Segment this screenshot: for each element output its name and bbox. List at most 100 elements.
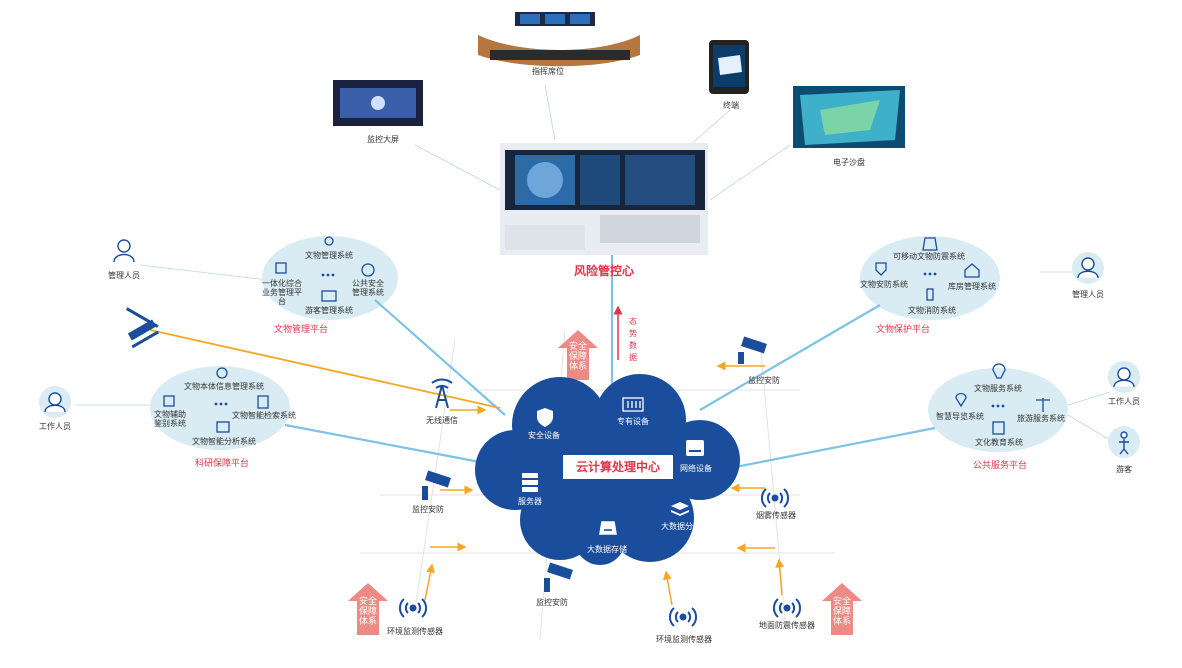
situation-data-text: 态势 数据 [629, 317, 637, 362]
monitor-left-label: 监控安防 [412, 505, 444, 514]
monitor-bottom-label: 监控安防 [536, 598, 568, 607]
seismic-sensor-icon [772, 598, 802, 618]
map-pin-icon [955, 392, 967, 408]
tourist-icon [1108, 426, 1140, 458]
research-ellipse [150, 366, 290, 450]
warehouse-icon [964, 263, 980, 278]
dedicated-device-icon [622, 397, 644, 412]
smoke-sensor-label: 烟雾传感器 [756, 511, 796, 520]
relic-mgmt-platform-name: 文物管理平台 [273, 325, 329, 335]
analysis-icon [216, 421, 230, 433]
sensor-icons [398, 488, 802, 627]
ellipse-icons [163, 236, 1050, 435]
worker-right-label: 工作人员 [1108, 397, 1140, 406]
manager-left-label: 管理人员 [108, 271, 140, 280]
monitor-wall-image [333, 80, 423, 126]
relic-protect-item-1: 可移动文物防震系统 [893, 252, 965, 261]
person-icons [39, 239, 1140, 458]
wireless-label: 无线通信 [426, 416, 458, 425]
thin-connectors [75, 84, 1111, 441]
env-sensor-bottom-label: 环境监测传感器 [656, 635, 712, 644]
megaphone-icon [922, 237, 938, 251]
info-icon [216, 367, 228, 379]
worker-icon-left [39, 386, 71, 418]
monitor-screen-label: 监控大屏 [367, 135, 399, 144]
drone-icon [125, 307, 159, 349]
risk-center-label: 风险管控心 [573, 264, 635, 278]
safety-arrow-right [822, 583, 862, 635]
relic-mgmt-item-4: 游客管理系统 [305, 306, 353, 315]
sand-table-label: 电子沙盘 [833, 158, 865, 167]
research-item-2: 文物辅助鉴别系统 [154, 410, 186, 428]
safety-arrow-left [348, 583, 388, 635]
server-icon [522, 473, 538, 492]
research-item-1: 文物本体信息管理系统 [184, 382, 264, 391]
command-seat-label: 指挥席位 [532, 67, 564, 76]
shield-icon [537, 408, 553, 427]
camera-icon-bottom [544, 562, 573, 592]
lightbulb-icon [992, 363, 1006, 379]
public-item-3: 旅游服务系统 [1017, 414, 1065, 423]
palm-icon [1036, 398, 1050, 412]
env-sensor-left-label: 环境监测传感器 [387, 627, 443, 636]
research-platform-name: 科研保障平台 [194, 459, 250, 469]
network-device-icon [686, 440, 704, 456]
manager-icon-right [1072, 252, 1104, 284]
relic-protect-ellipse [860, 236, 1000, 320]
blue-connectors [284, 255, 936, 472]
person-badge-icon [163, 395, 175, 407]
extinguisher-icon [926, 288, 934, 301]
sand-table-image [793, 86, 905, 148]
relic-mgmt-item-3: 公共安全管理系统 [352, 279, 384, 297]
relic-mgmt-item-1: 文物管理系统 [305, 251, 353, 260]
smoke-sensor-icon [760, 488, 790, 508]
cloud-center [475, 374, 740, 565]
relic-protect-platform-name: 文物保护平台 [875, 325, 931, 335]
grid-icon [275, 262, 287, 274]
ellipsis-dots [214, 272, 1005, 408]
safety-label-right: 安全保障体系 [832, 597, 851, 627]
public-platform-name: 公共服务平台 [972, 461, 1028, 471]
drone-link [149, 329, 501, 409]
wireless-tower-icon [431, 378, 453, 409]
big-data-analysis-label: 大数据分析 [661, 522, 701, 531]
public-item-2: 智慧导览系统 [936, 412, 984, 421]
relic-mgmt-ellipse [262, 236, 398, 320]
id-card-icon [321, 290, 337, 302]
book-icon [992, 421, 1005, 435]
tablet-image [709, 40, 749, 94]
server-label: 服务器 [518, 497, 542, 506]
manager-right-label: 管理人员 [1072, 290, 1104, 299]
shield-check-icon [875, 262, 887, 276]
relic-mgmt-item-2: 一体化综合业务管理平台 [262, 279, 302, 306]
research-item-4: 文物智能分析系统 [192, 437, 256, 446]
seismic-sensor-label: 地面防震传感器 [759, 621, 815, 630]
risk-center-image [500, 143, 708, 255]
orange-arrows [424, 361, 785, 606]
tourist-label: 游客 [1116, 465, 1132, 474]
research-item-3: 文物智能检索系统 [232, 411, 296, 420]
camera-icon-right [738, 336, 767, 364]
relic-protect-item-3: 库房管理系统 [948, 282, 996, 291]
security-device-label: 安全设备 [528, 431, 560, 440]
public-item-1: 文物服务系统 [974, 384, 1022, 393]
layers-icon [671, 502, 689, 516]
big-data-storage-label: 大数据存储 [587, 545, 627, 554]
user-icon-1 [324, 236, 334, 246]
relic-protect-item-4: 文物消防系统 [908, 306, 956, 315]
command-seat-image [478, 12, 640, 67]
public-item-4: 文化教育系统 [975, 438, 1023, 447]
storage-icon [599, 521, 617, 535]
worker-left-label: 工作人员 [39, 422, 71, 431]
safety-arrow-top [558, 330, 598, 380]
env-sensor-bottom-icon [668, 607, 698, 627]
search-doc-icon [257, 395, 269, 409]
cloud-title: 云计算处理中心 [563, 455, 673, 479]
public-ellipse [928, 368, 1068, 452]
worker-icon-right [1108, 361, 1140, 393]
camera-icon-left [422, 470, 451, 500]
terminal-label: 终端 [723, 101, 739, 110]
network-device-label: 网络设备 [680, 464, 712, 473]
manager-icon-left [113, 239, 135, 263]
